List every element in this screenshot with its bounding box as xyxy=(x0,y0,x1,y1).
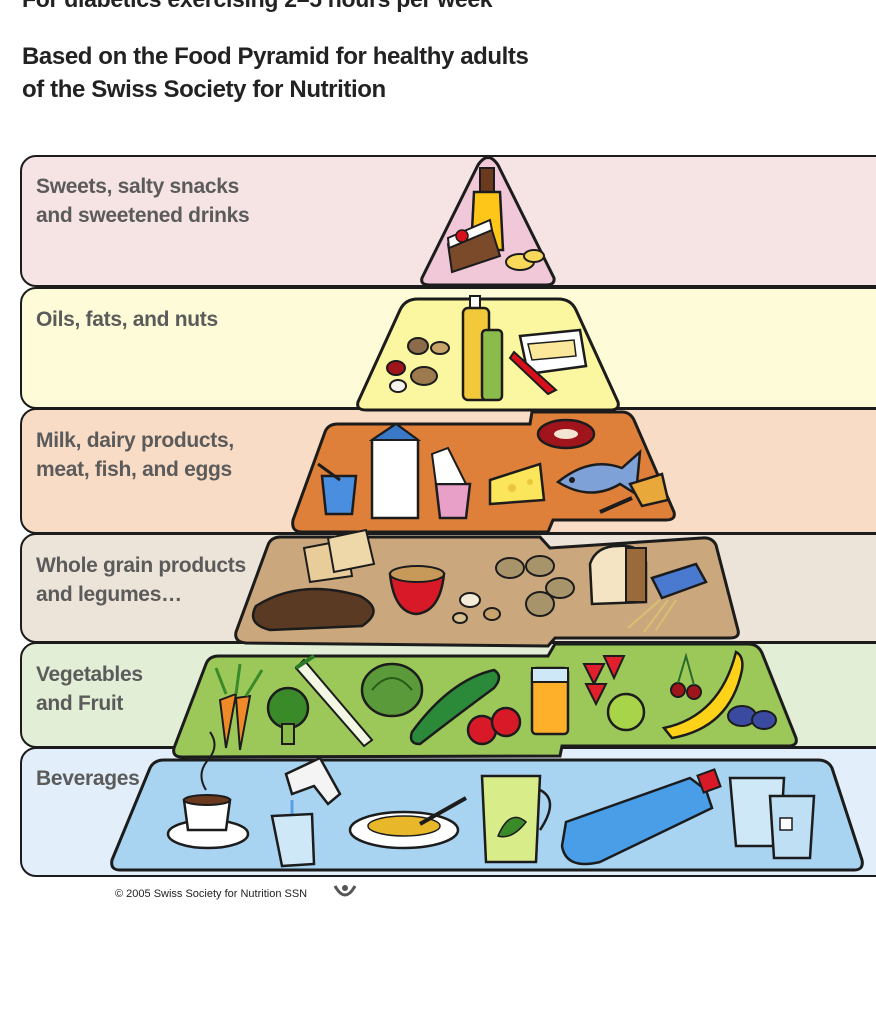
nuts-icon xyxy=(386,337,450,393)
juice-glass-icon xyxy=(530,666,570,736)
tier-vegetables-fruit xyxy=(172,642,798,759)
copyright-notice: © 2005 Swiss Society for Nutrition SSN xyxy=(115,888,308,900)
water-glass-icon xyxy=(270,812,316,868)
strawberries-icon xyxy=(582,655,626,707)
legumes-icon xyxy=(452,592,501,624)
cherries-icon xyxy=(670,652,702,700)
label-oils-line-1: Oils, fats, and nuts xyxy=(36,308,218,331)
cake-slice-icon xyxy=(446,218,502,274)
banana-icon xyxy=(661,650,744,740)
milk-carton-icon xyxy=(368,422,422,520)
plums-icon xyxy=(727,705,777,730)
potatoes-icon xyxy=(495,555,575,617)
label-sweets-line-2: and sweetened drinks xyxy=(36,204,250,227)
label-dairy-meat-line-2: meat, fish, and eggs xyxy=(36,458,232,481)
crackers-icon xyxy=(302,528,376,584)
coffee-cup-icon xyxy=(166,731,250,850)
tea-jug-icon xyxy=(480,774,552,864)
broccoli-icon xyxy=(266,686,310,745)
label-dairy-meat: Milk, dairy products, meat, fish, and eg… xyxy=(36,426,234,484)
cucumber-icon xyxy=(409,668,501,746)
label-vegetables-fruit-line-2: and Fruit xyxy=(36,692,124,715)
subtitle-line-1: Based on the Food Pyramid for healthy ad… xyxy=(22,43,529,70)
lettuce-icon xyxy=(360,662,424,718)
sliced-bread-icon xyxy=(588,544,648,606)
carrots-icon xyxy=(214,663,264,751)
water-bottle-icon xyxy=(560,768,722,866)
tomatoes-icon xyxy=(466,706,522,746)
bread-loaf-icon xyxy=(251,587,375,632)
label-vegetables-fruit: Vegetables and Fruit xyxy=(36,660,143,718)
cheese-icon xyxy=(488,462,546,506)
apple-icon xyxy=(606,692,646,732)
subtitle-line-2: of the Swiss Society for Nutrition xyxy=(22,76,386,103)
oil-bottle-icon xyxy=(461,295,504,402)
knife-icon xyxy=(508,350,558,396)
chicken-leg-icon xyxy=(599,472,670,514)
label-sweets-line-1: Sweets, salty snacks xyxy=(36,175,239,198)
fish-icon xyxy=(555,448,642,497)
butter-dish-icon xyxy=(518,328,588,376)
label-grains-line-2: and legumes… xyxy=(36,583,182,606)
label-beverages-line-1: Beverages xyxy=(36,767,140,790)
page-title: For diabetics exercising 2–5 hours per w… xyxy=(22,0,493,13)
label-grains-line-1: Whole grain products xyxy=(36,554,246,577)
yogurt-cup-icon xyxy=(317,462,358,516)
label-sweets: Sweets, salty snacks and sweetened drink… xyxy=(36,172,250,230)
chips-icon xyxy=(505,249,545,271)
meat-steak-icon xyxy=(536,418,596,450)
ice-water-glasses-icon xyxy=(728,776,816,860)
label-beverages: Beverages xyxy=(36,764,140,793)
leek-icon xyxy=(294,654,374,748)
label-dairy-meat-line-1: Milk, dairy products, xyxy=(36,429,234,452)
dessert-cup-icon xyxy=(430,446,472,520)
label-grains: Whole grain products and legumes… xyxy=(36,551,246,609)
label-vegetables-fruit-line-1: Vegetables xyxy=(36,663,143,686)
ssn-logo-icon xyxy=(333,885,357,897)
soup-bowl-icon xyxy=(348,796,467,850)
cereal-bowl-icon xyxy=(388,565,446,616)
pasta-box-icon xyxy=(627,562,708,633)
label-oils: Oils, fats, and nuts xyxy=(36,305,218,334)
subtitle: Based on the Food Pyramid for healthy ad… xyxy=(22,40,562,106)
